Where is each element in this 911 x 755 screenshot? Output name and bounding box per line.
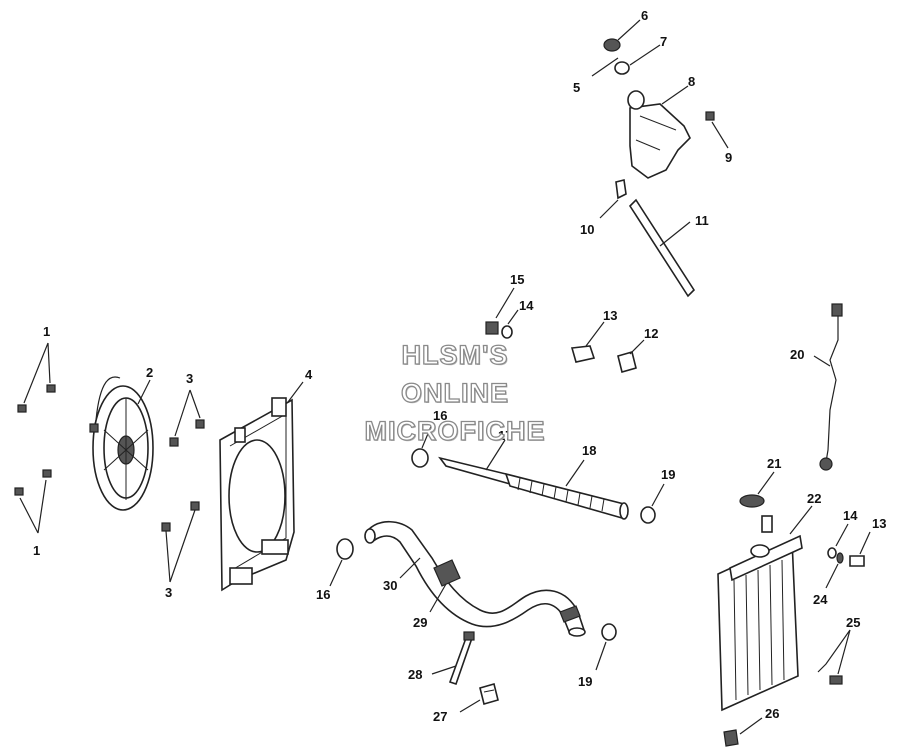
part-22-radiator [717, 505, 813, 712]
callout-5: 5 [573, 80, 580, 95]
part-2-fan-assembly [89, 376, 154, 511]
part-7-gasket [614, 44, 661, 75]
part-21-radiator-cap [739, 471, 775, 508]
part-16-clamp-upper [411, 423, 433, 468]
part-27-clip [459, 683, 499, 713]
part-14-washer-lower [827, 523, 849, 559]
callout-21: 21 [767, 456, 781, 471]
watermark-line-1: HLSM'S [401, 339, 509, 370]
part-15-nut [485, 287, 515, 335]
part-3-screws [161, 389, 205, 583]
part-9-bolt [705, 111, 729, 149]
callout-12: 12 [644, 326, 658, 341]
part-1-screws [14, 342, 56, 534]
callout-19-upper: 19 [661, 467, 675, 482]
callout-14-top: 14 [519, 298, 534, 313]
part-10-clamp [599, 179, 627, 219]
callout-4: 4 [305, 367, 313, 382]
part-4-fan-shroud [219, 381, 304, 592]
watermark-line-3: MICROFICHE [364, 415, 546, 446]
part-20-harness [813, 303, 843, 471]
callout-13-lower: 13 [872, 516, 886, 531]
part-29-hose-sleeve [429, 559, 581, 623]
part-24-grommet [825, 552, 844, 589]
callout-18: 18 [582, 443, 596, 458]
callout-16-upper: 16 [433, 408, 447, 423]
callout-24: 24 [813, 592, 828, 607]
part-6-cap [603, 19, 641, 52]
callout-16-lower: 16 [316, 587, 330, 602]
callout-14-lower: 14 [843, 508, 858, 523]
part-12-sensor [617, 339, 645, 373]
callout-3-bottom: 3 [165, 585, 172, 600]
part-11-overflow-hose [628, 198, 696, 298]
callout-29: 29 [413, 615, 427, 630]
part-13-bolt-top [570, 321, 605, 363]
part-8-reservoir [627, 85, 691, 179]
callout-30: 30 [383, 578, 397, 593]
callout-17: 17 [498, 428, 512, 443]
callout-26: 26 [765, 706, 779, 721]
callout-8: 8 [688, 74, 695, 89]
part-30-lower-hose [364, 520, 586, 637]
part-25-screws [817, 629, 851, 685]
callout-1-top: 1 [43, 324, 50, 339]
callout-22: 22 [807, 491, 821, 506]
part-14-washer [501, 309, 519, 339]
callout-27: 27 [433, 709, 447, 724]
callout-6: 6 [641, 8, 648, 23]
callout-15: 15 [510, 272, 524, 287]
callout-2: 2 [146, 365, 153, 380]
callout-9: 9 [725, 150, 732, 165]
part-19-clamp-lower [595, 623, 617, 671]
callout-13-top: 13 [603, 308, 617, 323]
callout-11: 11 [695, 213, 709, 228]
callout-7: 7 [660, 34, 667, 49]
callout-3-top: 3 [186, 371, 193, 386]
part-16-clamp-lower [329, 538, 354, 587]
part-26-drain-plug [723, 717, 763, 747]
part-13-bolt-lower [849, 531, 871, 567]
callout-10: 10 [580, 222, 594, 237]
callout-1-bottom: 1 [33, 543, 40, 558]
callout-25: 25 [846, 615, 860, 630]
part-28-bolt [431, 631, 475, 686]
part-19-clamp-upper [640, 483, 665, 524]
callout-19-lower: 19 [578, 674, 592, 689]
callout-20: 20 [790, 347, 804, 362]
callout-28: 28 [408, 667, 422, 682]
watermark-line-2: ONLINE [400, 377, 509, 408]
part-18-corrugated-hose [504, 459, 629, 520]
part-5-seal [591, 57, 619, 77]
